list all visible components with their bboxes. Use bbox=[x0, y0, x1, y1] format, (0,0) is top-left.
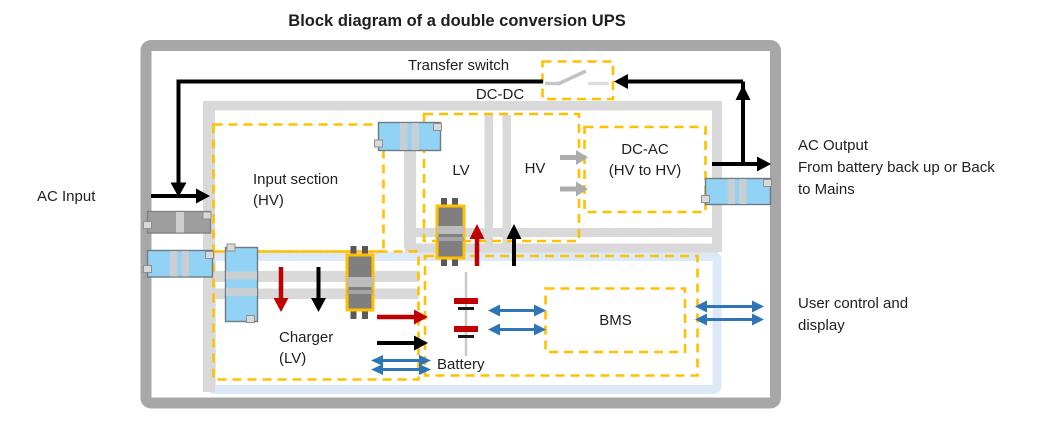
charger-line2: (LV) bbox=[279, 350, 307, 367]
lv-label: LV bbox=[452, 162, 470, 179]
input-section-label: Input section (HV) bbox=[253, 169, 338, 211]
input-transformer-component bbox=[143, 249, 214, 278]
charger-line1: Charger bbox=[279, 329, 334, 346]
comm-arrows-battery-bms bbox=[488, 304, 546, 336]
input-section-line2: (HV) bbox=[253, 192, 284, 209]
transfer-switch-box bbox=[541, 60, 615, 101]
dcdc-transformer-component bbox=[374, 121, 442, 152]
ac-output-line2: From battery back up or Back bbox=[798, 159, 995, 176]
hv-label: HV bbox=[524, 160, 546, 177]
hv-to-dcac-arrows bbox=[560, 150, 588, 197]
charger-box bbox=[212, 250, 420, 381]
charge-path-arrows bbox=[377, 309, 428, 351]
user-control-label: User control and display bbox=[798, 293, 908, 337]
diagram-title: Block diagram of a double conversion UPS bbox=[288, 12, 626, 30]
dc-ac-line1: DC-AC bbox=[621, 141, 669, 158]
emi-filter-component bbox=[143, 210, 212, 234]
battery-symbol bbox=[454, 272, 478, 356]
charger-transformer-component bbox=[224, 243, 259, 323]
ac-output-arrow bbox=[712, 156, 771, 172]
transfer-switch-symbol bbox=[545, 69, 609, 86]
ac-input-label: AC Input bbox=[37, 188, 96, 205]
output-filter-component bbox=[701, 177, 772, 206]
ac-input-arrow bbox=[151, 188, 210, 204]
ac-output-label: AC Output From battery back up or Back t… bbox=[798, 135, 995, 201]
input-section-line1: Input section bbox=[253, 171, 339, 188]
dcdc-ic-chip bbox=[435, 198, 466, 266]
dc-ac-box bbox=[583, 125, 707, 214]
charger-ic-chip bbox=[345, 246, 375, 319]
bms-label: BMS bbox=[599, 312, 632, 329]
user-control-line1: User control and bbox=[798, 295, 909, 312]
input-section-box bbox=[212, 123, 385, 253]
battery-feed-arrows bbox=[469, 224, 522, 266]
dc-dc-label: DC-DC bbox=[475, 86, 525, 103]
comm-arrows-user-display bbox=[695, 300, 764, 326]
pcb-bus-traces bbox=[205, 115, 718, 299]
user-control-line2: display bbox=[798, 317, 845, 334]
dc-ac-label: DC-AC (HV to HV) bbox=[585, 139, 705, 181]
transfer-switch-label: Transfer switch bbox=[408, 57, 510, 74]
charger-label: Charger (LV) bbox=[279, 327, 333, 369]
main-board-frame bbox=[203, 101, 722, 392]
ac-output-line3: to Mains bbox=[798, 181, 855, 198]
ac-output-line1: AC Output bbox=[798, 137, 869, 154]
bypass-path-arrows bbox=[170, 74, 751, 197]
bms-box bbox=[544, 287, 687, 354]
comm-arrows-charger-battery bbox=[371, 355, 431, 375]
charger-dc-arrows bbox=[273, 267, 326, 312]
battery-label: Battery bbox=[437, 356, 485, 373]
dc-ac-line2: (HV to HV) bbox=[608, 162, 682, 179]
dc-dc-box bbox=[422, 112, 581, 243]
